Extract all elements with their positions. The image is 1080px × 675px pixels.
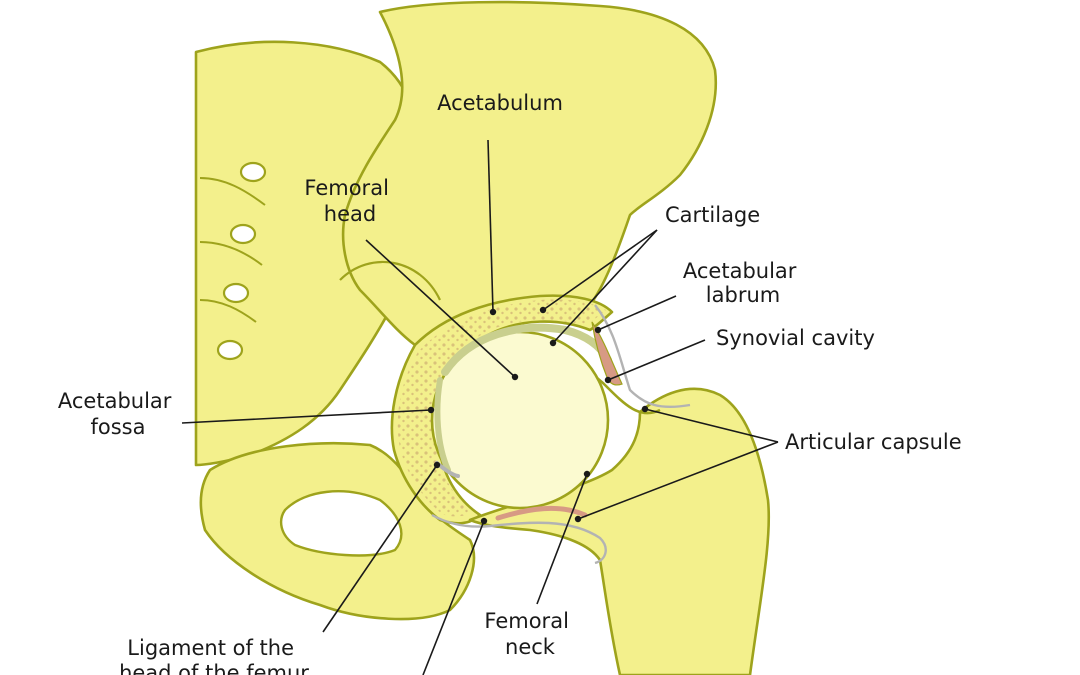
articular-capsule-line xyxy=(431,304,691,565)
label-cartilage: Cartilage xyxy=(665,203,760,227)
label-acetabular-fossa: Acetabular fossa xyxy=(58,389,178,439)
label-articular-capsule: Articular capsule xyxy=(785,430,962,454)
obturator-foramen xyxy=(279,490,403,557)
sacral-foramina xyxy=(199,161,267,361)
label-femoral-head: Femoral head xyxy=(304,176,395,226)
femur xyxy=(468,387,771,675)
leader-lines xyxy=(181,139,779,675)
acetabular-labrum-shape xyxy=(591,321,623,386)
spongy-bone xyxy=(397,299,606,517)
cartilage-band-lower xyxy=(434,377,451,473)
label-acetabulum: Acetabulum xyxy=(437,91,563,115)
leader-dots xyxy=(427,306,649,525)
label-synovial-cavity: Synovial cavity xyxy=(716,326,875,350)
label-femoral-neck: Femoral neck xyxy=(484,609,575,659)
capsule-reddish-lower xyxy=(495,505,588,521)
ilium-contour xyxy=(339,260,441,301)
label-acetabular-labrum: Acetabular labrum xyxy=(683,259,803,307)
label-ligament-head-femur: Ligament of the head of the femur xyxy=(119,636,309,675)
ilium xyxy=(341,0,718,347)
